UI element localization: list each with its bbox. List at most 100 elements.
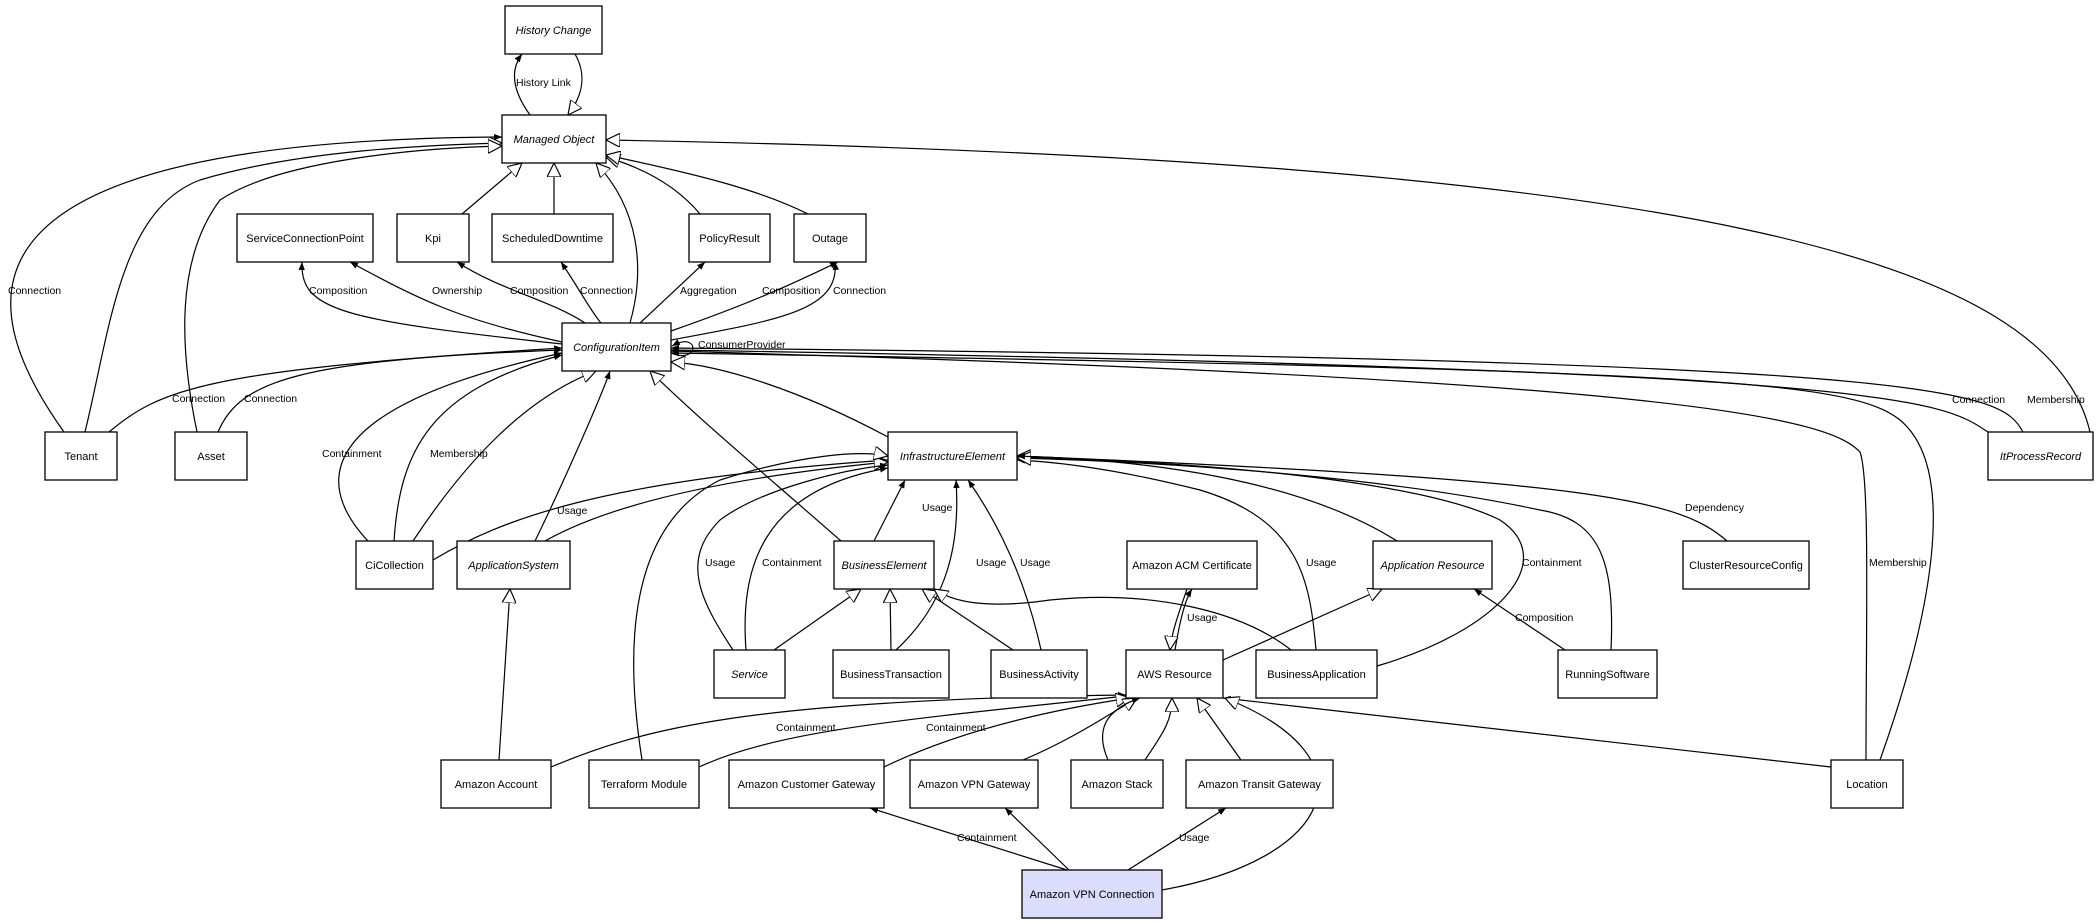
node-box [793,213,867,263]
node-outage[interactable]: Outage [793,213,867,263]
node-business-transaction[interactable]: BusinessTransaction [832,649,950,699]
edge-label: Membership [1869,557,1927,569]
association-arrow [1004,807,1070,871]
node-infrastructure-element[interactable]: InfrastructureElement [887,431,1018,481]
inheritance-arrow [890,589,891,651]
node-amazon-acm-certificate[interactable]: Amazon ACM Certificate [1126,540,1258,590]
association-arrow [744,466,889,651]
edge-cluster_resource_config-to-infrastructure_element-association [1016,453,1728,542]
node-label: ApplicationSystem [467,560,559,572]
node-box [1255,649,1378,699]
node-ci-collection[interactable]: CiCollection [355,540,434,590]
node-label: ServiceConnectionPoint [246,233,363,245]
edge-business_application-to-infrastructure_element-association [1016,454,1525,667]
inheritance-arrow [461,163,522,215]
node-configuration-item[interactable]: ConfigurationItem [561,322,672,372]
edge-configuration_item-to-outage-association [670,261,840,341]
node-tenant[interactable]: Tenant [44,431,118,481]
node-box [440,759,552,809]
node-aws-resource[interactable]: AWS Resource [1125,649,1224,699]
edge-business_element-to-configuration_item-inheritance [650,371,842,542]
edge-label: Membership [2027,394,2085,406]
node-asset[interactable]: Asset [174,431,248,481]
edge-amazon_acm_certificate-to-aws_resource-inheritance [1170,588,1188,650]
node-application-resource[interactable]: Application Resource [1372,540,1493,590]
inheritance-arrow [773,589,861,651]
edge-running_software-to-application_resource-association [1473,588,1566,651]
edge-ci_collection-to-configuration_item-association [338,351,563,542]
inheritance-arrow [934,589,1292,651]
node-label: ItProcessRecord [2000,451,2082,463]
edge-amazon_account-to-application_system-inheritance [498,589,510,761]
association-arrow [550,691,1127,768]
association-arrow [670,261,839,332]
node-box [561,322,672,372]
node-label: Amazon Stack [1082,779,1153,791]
node-policy-result[interactable]: PolicyResult [688,213,771,263]
node-service-connection-point[interactable]: ServiceConnectionPoint [236,213,374,263]
edge-label: ConsumerProvider [698,339,786,351]
node-amazon-vpn-connection[interactable]: Amazon VPN Connection [1021,869,1163,919]
edge-configuration_item-to-policy_result-association [639,261,706,324]
node-running-software[interactable]: RunningSoftware [1557,649,1658,699]
edge-label: History Link [516,77,572,89]
inheritance-arrow [883,698,1130,768]
edge-kpi-to-managed_object-inheritance [461,163,522,215]
node-box [713,649,786,699]
node-label: Service [731,669,768,681]
edge-business_application-to-infrastructure_element-association [1016,457,1317,651]
edge-application_resource-to-infrastructure_element-inheritance [1017,456,1398,542]
edge-location-to-configuration_item-association [670,348,1868,761]
edge-amazon_vpn_gateway-to-aws_resource-inheritance [1022,698,1137,761]
association-arrow [670,348,1868,761]
inheritance-arrow [184,146,502,433]
node-scheduled-downtime[interactable]: ScheduledDowntime [491,213,614,263]
node-label: BusinessApplication [1267,669,1365,681]
node-box [887,431,1018,481]
edge-tenant-to-configuration_item-association [108,345,563,433]
edge-terraform_module-to-infrastructure_element-inheritance [633,454,888,761]
edge-amazon_customer_gateway-to-aws_resource-inheritance [883,698,1130,768]
inheritance-arrow [1222,589,1382,661]
edge-label: Connection [244,393,297,405]
node-label: ScheduledDowntime [502,233,603,245]
node-amazon-customer-gateway[interactable]: Amazon Customer Gateway [728,759,885,809]
node-terraform-module[interactable]: Terraform Module [588,759,700,809]
association-arrow [1016,454,1525,667]
node-amazon-account[interactable]: Amazon Account [440,759,552,809]
node-label: Terraform Module [601,779,687,791]
node-label: RunningSoftware [1565,669,1649,681]
node-service[interactable]: Service [713,649,786,699]
node-amazon-transit-gateway[interactable]: Amazon Transit Gateway [1185,759,1334,809]
node-history-change[interactable]: History Change [504,5,603,55]
node-managed-object[interactable]: Managed Object [501,114,607,164]
edge-label: Composition [762,285,821,297]
edge-it_process_record-to-managed_object-inheritance [606,140,2091,433]
association-arrow [967,479,1042,651]
edge-aws_resource-to-application_resource-inheritance [1222,589,1382,661]
edge-infrastructure_element-to-configuration_item-inheritance [671,362,889,438]
node-amazon-stack[interactable]: Amazon Stack [1070,759,1164,809]
node-business-element[interactable]: BusinessElement [833,540,935,590]
association-arrow [873,479,906,542]
node-location[interactable]: Location [1830,759,1904,809]
association-arrow [639,261,706,324]
edge-amazon_account-to-aws_resource-association [550,691,1127,768]
edge-business_transaction-to-business_element-inheritance [890,589,891,651]
edge-business_transaction-to-infrastructure_element-association [895,479,960,651]
node-business-activity[interactable]: BusinessActivity [990,649,1088,699]
edge-service-to-business_element-inheritance [773,589,861,651]
inheritance-arrow [1144,698,1172,761]
edge-application_system-to-infrastructure_element-inheritance [544,462,888,542]
node-application-system[interactable]: ApplicationSystem [456,540,571,590]
node-amazon-vpn-gateway[interactable]: Amazon VPN Gateway [909,759,1039,809]
association-arrow [698,693,1127,768]
edge-label: Usage [557,505,588,517]
node-it-process-record[interactable]: ItProcessRecord [1987,431,2094,481]
node-kpi[interactable]: Kpi [396,213,470,263]
association-arrow [670,344,2024,433]
association-arrow [1101,697,1141,761]
node-label: Managed Object [514,134,596,146]
node-cluster-resource-config[interactable]: ClusterResourceConfig [1682,540,1810,590]
node-business-application[interactable]: BusinessApplication [1255,649,1378,699]
